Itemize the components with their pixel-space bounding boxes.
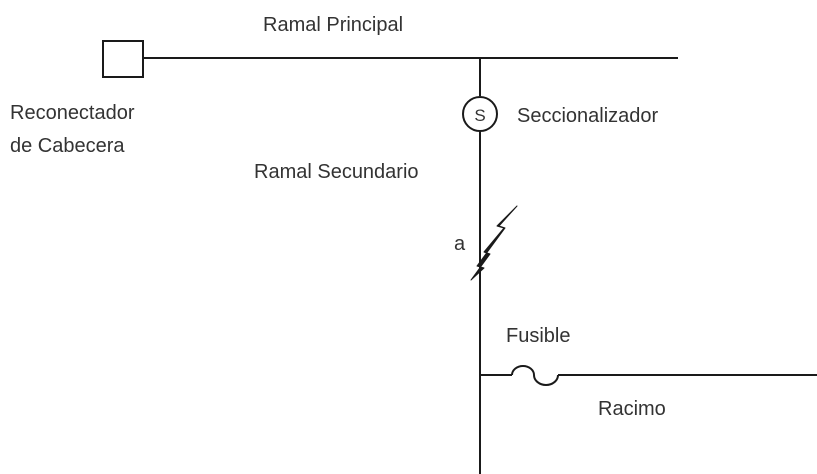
recloser-icon	[102, 40, 144, 78]
fault-point-label: a	[454, 233, 466, 255]
lateral-label: Racimo	[598, 398, 666, 420]
fuse-icon	[511, 365, 559, 386]
lightning-bolt-icon	[470, 205, 518, 281]
recloser-label-line1: Reconectador	[10, 102, 135, 124]
main-branch-label: Ramal Principal	[263, 14, 403, 36]
sectionalizer-icon: S	[462, 96, 498, 132]
recloser-label-line2: de Cabecera	[10, 135, 125, 157]
sectionalizer-symbol: S	[474, 106, 485, 125]
fuse-label: Fusible	[506, 325, 570, 347]
sectionalizer-label: Seccionalizador	[517, 105, 659, 127]
secondary-branch-label: Ramal Secundario	[254, 161, 419, 183]
